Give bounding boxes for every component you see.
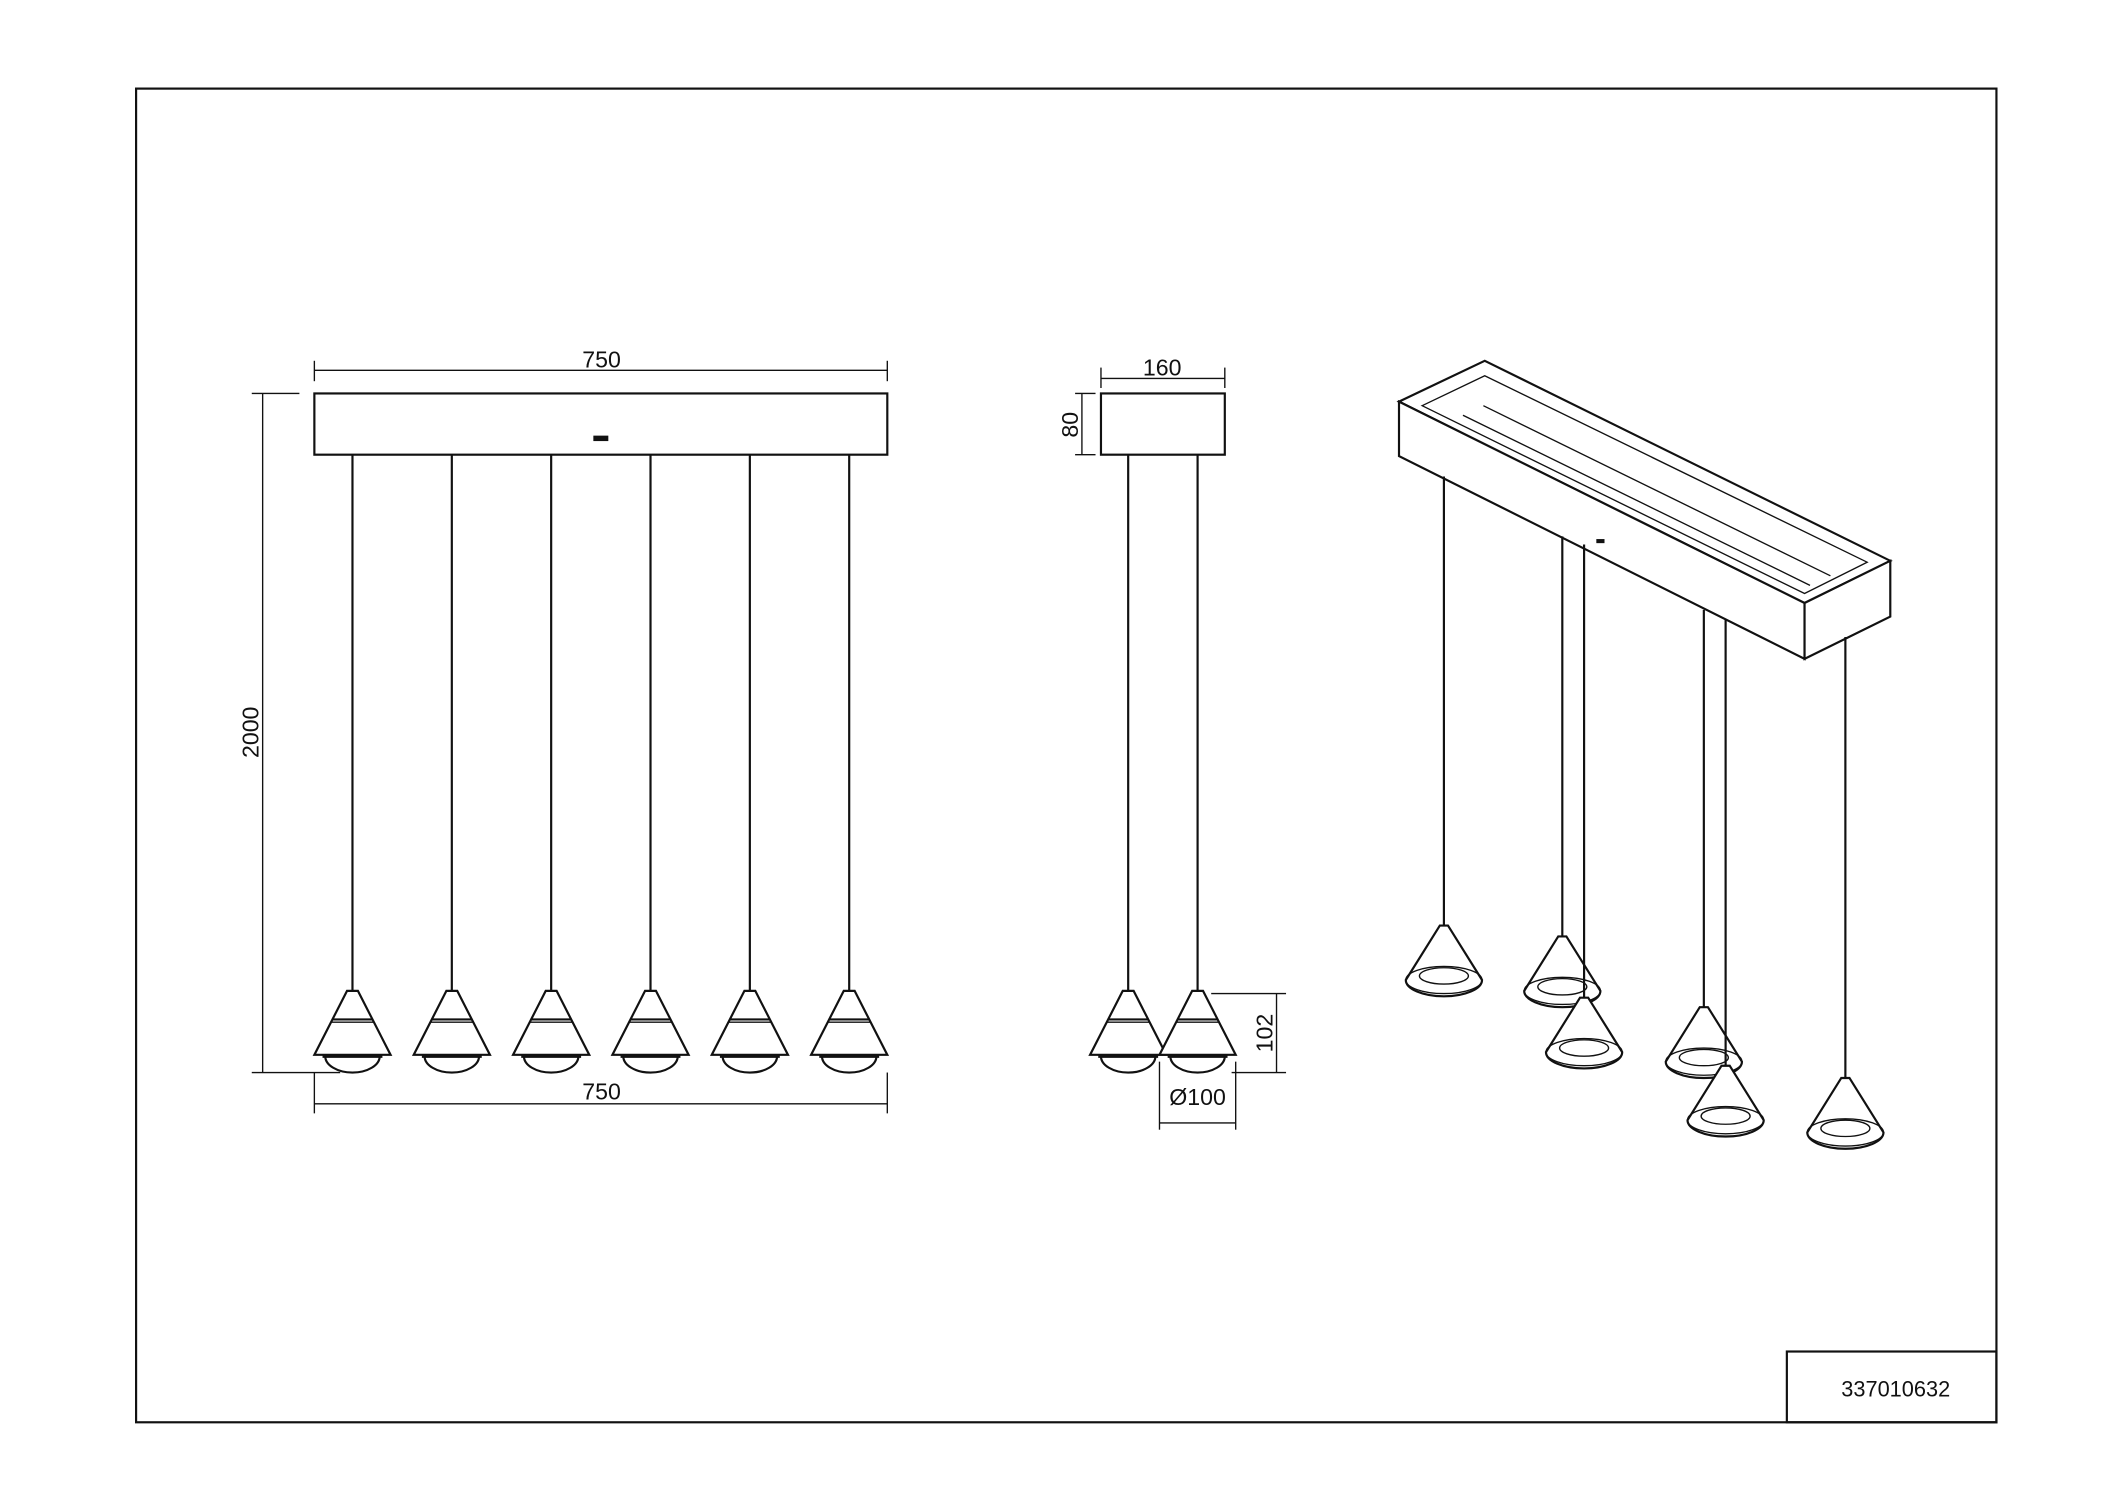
dome — [1099, 1056, 1157, 1074]
isometric-view — [1396, 359, 1893, 661]
iso-pendant-4 — [1664, 609, 1744, 1080]
dome — [324, 1056, 381, 1074]
dome — [721, 1056, 779, 1074]
shade — [809, 989, 890, 1056]
dimension-shade-height: 102 — [1251, 1014, 1277, 1053]
front-pendant-1 — [312, 454, 393, 1074]
shade — [1157, 989, 1238, 1056]
front-view: 750 750 2000 — [238, 347, 889, 1114]
iso-pendant-2 — [1523, 536, 1602, 1009]
shade — [511, 989, 592, 1056]
dome — [622, 1056, 679, 1074]
iso-pendant-1 — [1404, 476, 1484, 998]
shade — [1523, 935, 1602, 1009]
front-pendant-2 — [411, 454, 492, 1074]
side-pendant-2 — [1157, 454, 1238, 1074]
dimension-depth: 160 — [1143, 355, 1182, 381]
dome — [423, 1056, 481, 1074]
dome — [522, 1056, 580, 1074]
article-number: 337010632 — [1841, 1376, 1950, 1401]
shade — [312, 989, 393, 1056]
shade — [1404, 924, 1484, 998]
front-pendant-5 — [709, 454, 790, 1074]
shade — [1806, 1076, 1885, 1150]
canopy-bar — [313, 392, 889, 456]
shade — [709, 989, 790, 1056]
shade — [1088, 989, 1169, 1056]
front-pendant-3 — [511, 454, 592, 1074]
canopy-marker — [593, 435, 609, 442]
dimension-canopy-height: 80 — [1057, 412, 1083, 438]
shade — [411, 989, 492, 1056]
dome — [820, 1056, 878, 1074]
shade — [1544, 996, 1624, 1070]
canopy-side — [1099, 392, 1226, 456]
iso-pendant-6 — [1806, 637, 1885, 1150]
iso-pendant-5 — [1686, 619, 1765, 1138]
front-pendant-4 — [610, 454, 691, 1074]
side-pendant-1 — [1088, 454, 1169, 1074]
shade — [610, 989, 691, 1056]
iso-pendant-3 — [1544, 544, 1624, 1070]
front-pendant-6 — [809, 454, 890, 1074]
dimension-width-bottom: 750 — [582, 1079, 621, 1105]
dimension-width-top: 750 — [582, 347, 621, 373]
dome — [1169, 1056, 1226, 1074]
dimension-height: 2000 — [238, 707, 264, 758]
drawing-frame — [135, 87, 1998, 1424]
side-view: 160 80 102 Ø100 — [1057, 355, 1287, 1130]
canopy-end-face — [1803, 559, 1892, 661]
dimension-shade-diameter: Ø100 — [1169, 1084, 1226, 1110]
title-block — [1785, 1350, 1998, 1424]
